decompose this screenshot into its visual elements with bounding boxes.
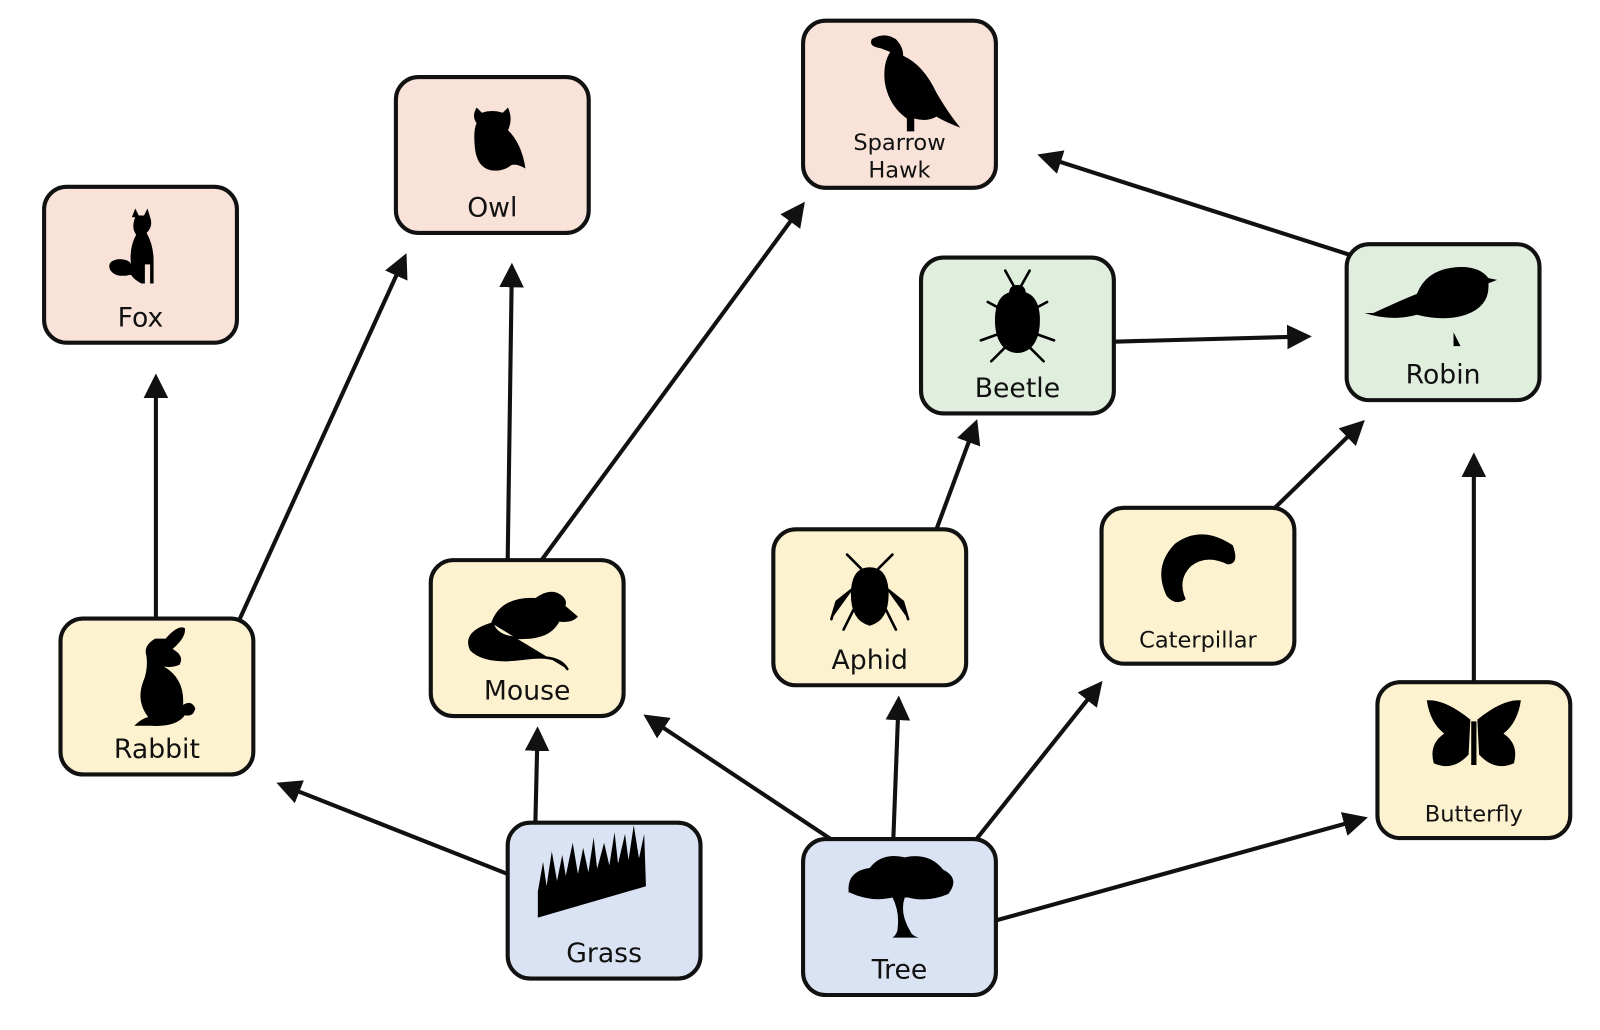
node-beetle: Beetle <box>918 255 1116 416</box>
node-robin: Robin <box>1344 242 1542 403</box>
node-label: Aphid <box>832 645 908 676</box>
node-tree: Tree <box>801 837 998 998</box>
node-box <box>1344 242 1542 403</box>
node-rabbit: Rabbit <box>58 616 256 777</box>
beetle-icon <box>979 269 1056 363</box>
robin-icon <box>1364 267 1498 347</box>
arrow-rabbit-to-owl <box>237 253 408 622</box>
node-label: Robin <box>1406 360 1481 391</box>
node-owl: Owl <box>393 75 591 235</box>
arrow-tree-to-aphid <box>885 695 911 840</box>
edges <box>143 150 1487 923</box>
node-box <box>1099 505 1297 666</box>
node-fox: Fox <box>42 184 239 345</box>
node-label: Mouse <box>484 676 570 707</box>
fox-icon <box>109 208 154 284</box>
butterfly-icon <box>1426 700 1521 767</box>
node-label: Caterpillar <box>1139 627 1257 653</box>
node-label: Butterfly <box>1425 802 1523 828</box>
node-aphid: Aphid <box>771 527 969 688</box>
node-label: Rabbit <box>114 734 200 765</box>
node-label-line: Sparrow <box>853 130 945 156</box>
arrow-caterpillar-to-robin <box>1273 420 1365 510</box>
node-label-line: Hawk <box>868 158 930 184</box>
arrow-aphid-to-beetle <box>934 419 981 531</box>
hawk-icon <box>870 35 961 132</box>
node-caterpillar: Caterpillar <box>1099 505 1297 666</box>
node-grass: Grass <box>505 820 703 981</box>
grass-icon <box>537 825 646 918</box>
rabbit-icon <box>134 627 196 726</box>
arrow-mouse-to-owl <box>499 262 524 561</box>
arrow-tree-to-mouse <box>643 714 832 841</box>
arrow-robin-to-hawk <box>1037 150 1350 257</box>
arrow-grass-to-mouse <box>524 726 550 823</box>
node-label: Grass <box>566 938 642 969</box>
node-label: Fox <box>118 302 164 333</box>
caterpillar-icon <box>1161 534 1236 603</box>
arrow-tree-to-caterpillar <box>974 680 1103 841</box>
node-box <box>505 820 703 981</box>
node-label: Beetle <box>975 373 1060 404</box>
owl-icon <box>474 107 526 171</box>
node-butterfly: Butterfly <box>1375 680 1573 841</box>
arrow-grass-to-rabbit <box>276 780 509 876</box>
node-label: Owl <box>467 193 517 224</box>
node-mouse: Mouse <box>428 558 626 719</box>
mouse-icon <box>468 591 578 671</box>
tree-icon <box>848 856 954 938</box>
arrow-mouse-to-hawk <box>539 201 805 562</box>
node-label: Tree <box>871 955 928 986</box>
arrow-tree-to-butterfly <box>996 812 1368 923</box>
arrow-beetle-to-robin <box>1113 324 1312 350</box>
aphid-icon <box>830 553 910 631</box>
